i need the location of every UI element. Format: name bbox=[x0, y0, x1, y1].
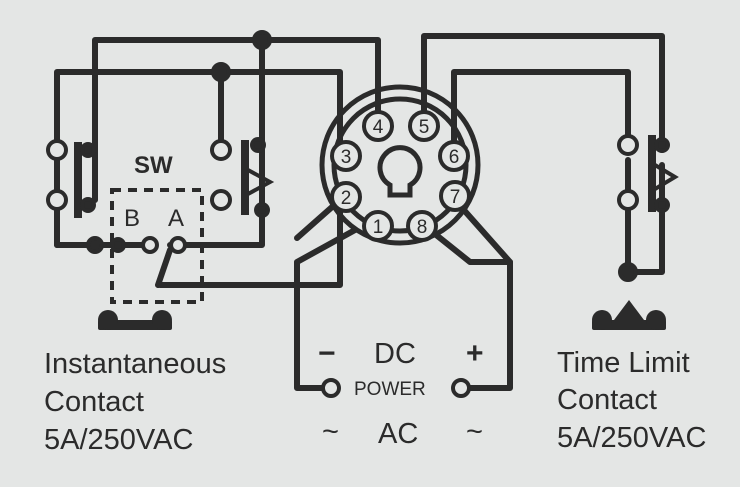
switch-a-terminal bbox=[169, 236, 187, 254]
instantaneous-symbol bbox=[98, 310, 172, 330]
dc-minus-sign: − bbox=[318, 337, 336, 370]
junction bbox=[252, 30, 272, 50]
switch-contacts bbox=[110, 236, 187, 254]
wire-pin5-top bbox=[421, 33, 665, 153]
pin-5 bbox=[408, 110, 440, 142]
socket-key bbox=[377, 145, 423, 198]
pin-8 bbox=[406, 210, 438, 242]
ac-tilde-right: ~ bbox=[466, 416, 483, 448]
pin-3-number: 3 bbox=[341, 147, 352, 168]
ac-tilde-left: ~ bbox=[322, 416, 339, 448]
junction bbox=[86, 236, 104, 254]
switch-terminal-b: B bbox=[124, 205, 141, 232]
time-limit-contact: Contact bbox=[557, 384, 657, 416]
wire-pin6-top bbox=[451, 69, 631, 153]
power-label: POWER bbox=[354, 379, 426, 400]
pin-4 bbox=[362, 110, 394, 142]
wire-right-bus bbox=[625, 162, 665, 275]
tl-open-terminal bbox=[617, 134, 639, 156]
wire-power-left bbox=[294, 227, 358, 391]
pin-1-number: 1 bbox=[373, 217, 384, 238]
pin-4-number: 4 bbox=[373, 117, 384, 138]
pin-2 bbox=[330, 181, 362, 213]
socket-pins bbox=[330, 110, 471, 242]
switch-terminal-a: A bbox=[168, 205, 185, 232]
power-terminals bbox=[321, 378, 471, 398]
pin-6-number: 6 bbox=[449, 147, 460, 168]
junction bbox=[211, 62, 231, 82]
time-limit-title: Time Limit bbox=[557, 347, 690, 379]
dc-plus-sign: + bbox=[466, 337, 484, 370]
socket-outer-ring bbox=[319, 84, 481, 246]
ac-label: AC bbox=[378, 418, 419, 450]
wire-inner-left bbox=[54, 69, 265, 148]
instantaneous-rating: 5A/250VAC bbox=[44, 424, 194, 456]
wire-inner-to-pin3 bbox=[259, 69, 343, 153]
time-limit-rating: 5A/250VAC bbox=[557, 422, 707, 454]
instantaneous-contacts bbox=[46, 30, 272, 254]
switch-dashed-box bbox=[110, 188, 204, 304]
switch-b-terminal bbox=[141, 236, 159, 254]
contact-closed-terminal bbox=[46, 189, 68, 211]
pin-8-number: 8 bbox=[417, 217, 428, 238]
wire-top-left bbox=[92, 37, 265, 203]
socket-pin-numbers: 4 5 3 6 2 7 1 8 bbox=[341, 117, 461, 238]
wire-switch-output bbox=[157, 195, 343, 288]
junction bbox=[618, 262, 638, 282]
switch-label: SW bbox=[134, 152, 173, 179]
instantaneous-title: Instantaneous bbox=[44, 348, 227, 380]
pin-7-number: 7 bbox=[450, 187, 461, 208]
dc-label: DC bbox=[374, 338, 416, 370]
time-limit-symbol bbox=[592, 300, 666, 330]
pin-3 bbox=[330, 140, 362, 172]
contact-open-terminal bbox=[46, 139, 68, 161]
pin-2-number: 2 bbox=[341, 188, 352, 209]
instantaneous-contact: Contact bbox=[44, 386, 144, 418]
pin-5-number: 5 bbox=[419, 117, 430, 138]
relay-contacts-center bbox=[210, 137, 275, 218]
pin-7 bbox=[439, 180, 471, 212]
pin-1 bbox=[362, 210, 394, 242]
power-terminal-right bbox=[451, 378, 471, 398]
wire-top-to-pin4 bbox=[259, 37, 381, 115]
pin-6 bbox=[438, 140, 470, 172]
time-limit-contacts bbox=[617, 134, 679, 282]
tl-closed-terminal bbox=[617, 189, 639, 211]
switch-lever bbox=[155, 247, 173, 288]
power-terminal-left bbox=[321, 378, 341, 398]
